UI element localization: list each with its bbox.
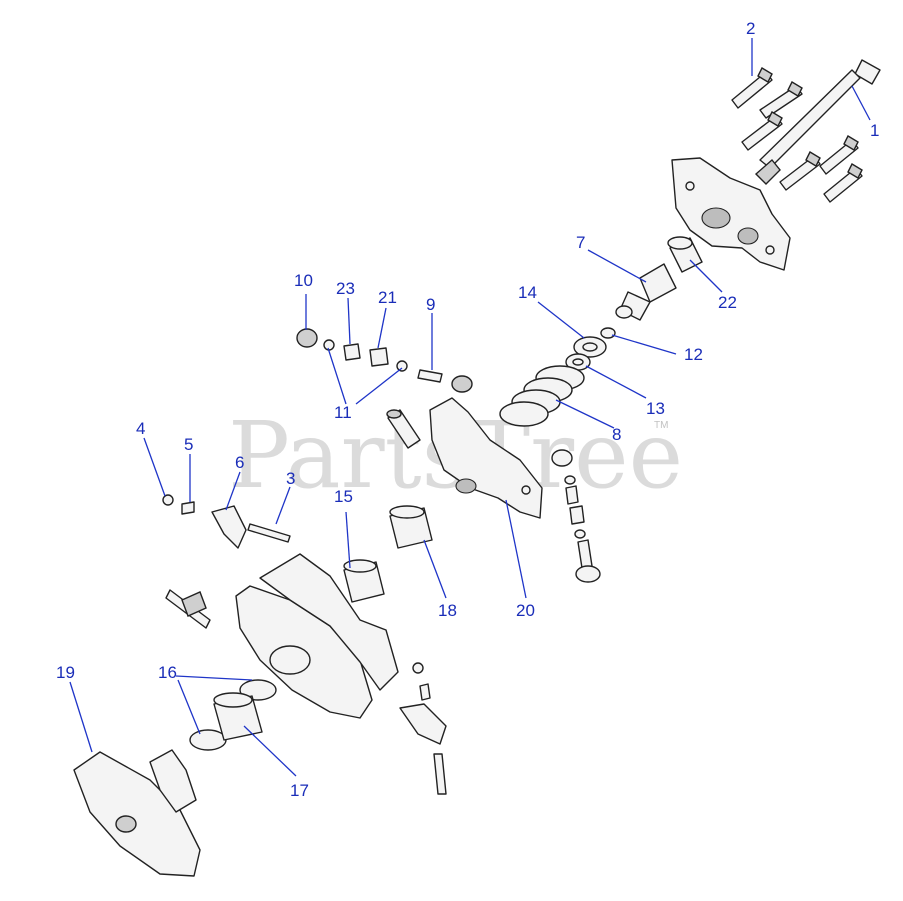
part-8-spring [499,365,585,427]
spider-plate [671,157,791,271]
callout-14: 14 [518,283,537,302]
callout-labels: 2 1 3 4 5 6 7 8 9 10 11 12 13 14 15 16 1… [56,19,879,800]
roller-stack [551,449,601,583]
callout-23: 23 [336,279,355,298]
callout-18: 18 [438,601,457,620]
part-3-pin [247,523,291,543]
callout-8: 8 [612,425,621,444]
callout-15: 15 [334,487,353,506]
callout-4: 4 [136,419,145,438]
lower-long-pin [433,753,447,795]
part-17-bushing [213,692,263,741]
part-5-pin [181,501,195,515]
callout-22: 22 [718,293,737,312]
callout-10: 10 [294,271,313,290]
part-1-long-bolt [754,59,881,185]
part-14-washer [573,336,607,358]
part-6-weight [211,505,247,549]
callout-20: 20 [516,601,535,620]
callout-6: 6 [235,453,244,472]
part-12-clip [600,327,616,339]
part-9-roller [451,375,473,393]
part-21-bushing [369,347,389,367]
callout-2: 2 [746,19,755,38]
callout-5: 5 [184,435,193,454]
callout-7: 7 [576,233,585,252]
part-19-fixed-sheave [73,749,201,877]
part-20-pin [386,409,421,449]
part-4-nut [162,494,174,506]
part-16-ring-b [189,729,227,751]
part-11-oring-a [323,339,335,351]
part-18-bushing [389,505,433,549]
part-13-washer [565,353,591,371]
part-7-sleeve [615,263,677,321]
callout-16: 16 [158,663,177,682]
watermark-tm: TM [654,420,668,431]
lower-weight [399,703,447,745]
callout-17: 17 [290,781,309,800]
callout-19: 19 [56,663,75,682]
callout-9: 9 [426,295,435,314]
part-9-pin [417,369,443,383]
part-20-spider-arm [429,397,543,519]
callout-13: 13 [646,399,665,418]
sheave-bolt [165,589,211,629]
lower-pin [419,683,431,701]
part-2-bolts [731,67,863,203]
callout-21: 21 [378,288,397,307]
part-16-ring-a [239,679,277,701]
leader-lines [69,38,871,777]
callout-3: 3 [286,469,295,488]
part-23-bushing [343,343,361,361]
callout-1: 1 [870,121,879,140]
part-11-oring-b [396,360,408,372]
part-10-cap [296,328,318,348]
part-15-bushing [343,559,385,603]
callout-12: 12 [684,345,703,364]
movable-sheave [235,553,399,719]
callout-11: 11 [334,403,352,422]
lower-nut [412,662,424,674]
